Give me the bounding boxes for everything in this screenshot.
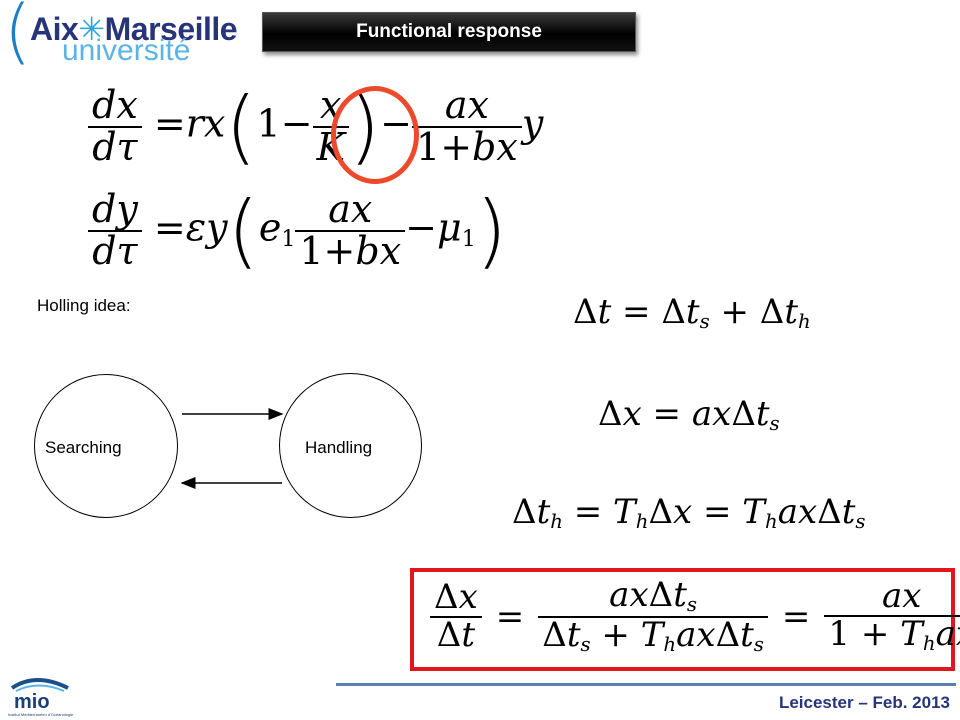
equation-time-split: Δt = Δts + Δth (573, 292, 811, 333)
searching-label: Searching (45, 438, 122, 457)
searching-circle (34, 374, 178, 518)
handling-label: Handling (305, 438, 373, 457)
transition-arrows (180, 408, 284, 489)
mio-logo: mio Institut Méditerranéen d'Océanologie (8, 678, 74, 717)
slide-title: Functional response (262, 12, 636, 52)
footer-text: Leicester – Feb. 2013 (778, 693, 950, 712)
highlight-circle (331, 86, 419, 184)
holling-label: Holling idea: (37, 296, 131, 315)
footer-divider (336, 683, 956, 686)
mio-logo-subtext: Institut Méditerranéen d'Océanologie (8, 712, 74, 717)
equation-prey-caught: Δx = axΔts (598, 394, 780, 435)
logo-line1: Aix✳Marseille (30, 11, 238, 47)
handling-circle (279, 373, 422, 518)
logo-parenthesis-icon: ( (4, 0, 32, 72)
result-box (410, 568, 955, 671)
equation-handling-time: Δth = ThΔx = ThaxΔts (512, 492, 866, 533)
mio-logo-text: mio (14, 691, 50, 713)
aix-marseille-logo: ( Aix✳Marseille université (4, 0, 238, 74)
logo-line2: université (62, 34, 191, 67)
